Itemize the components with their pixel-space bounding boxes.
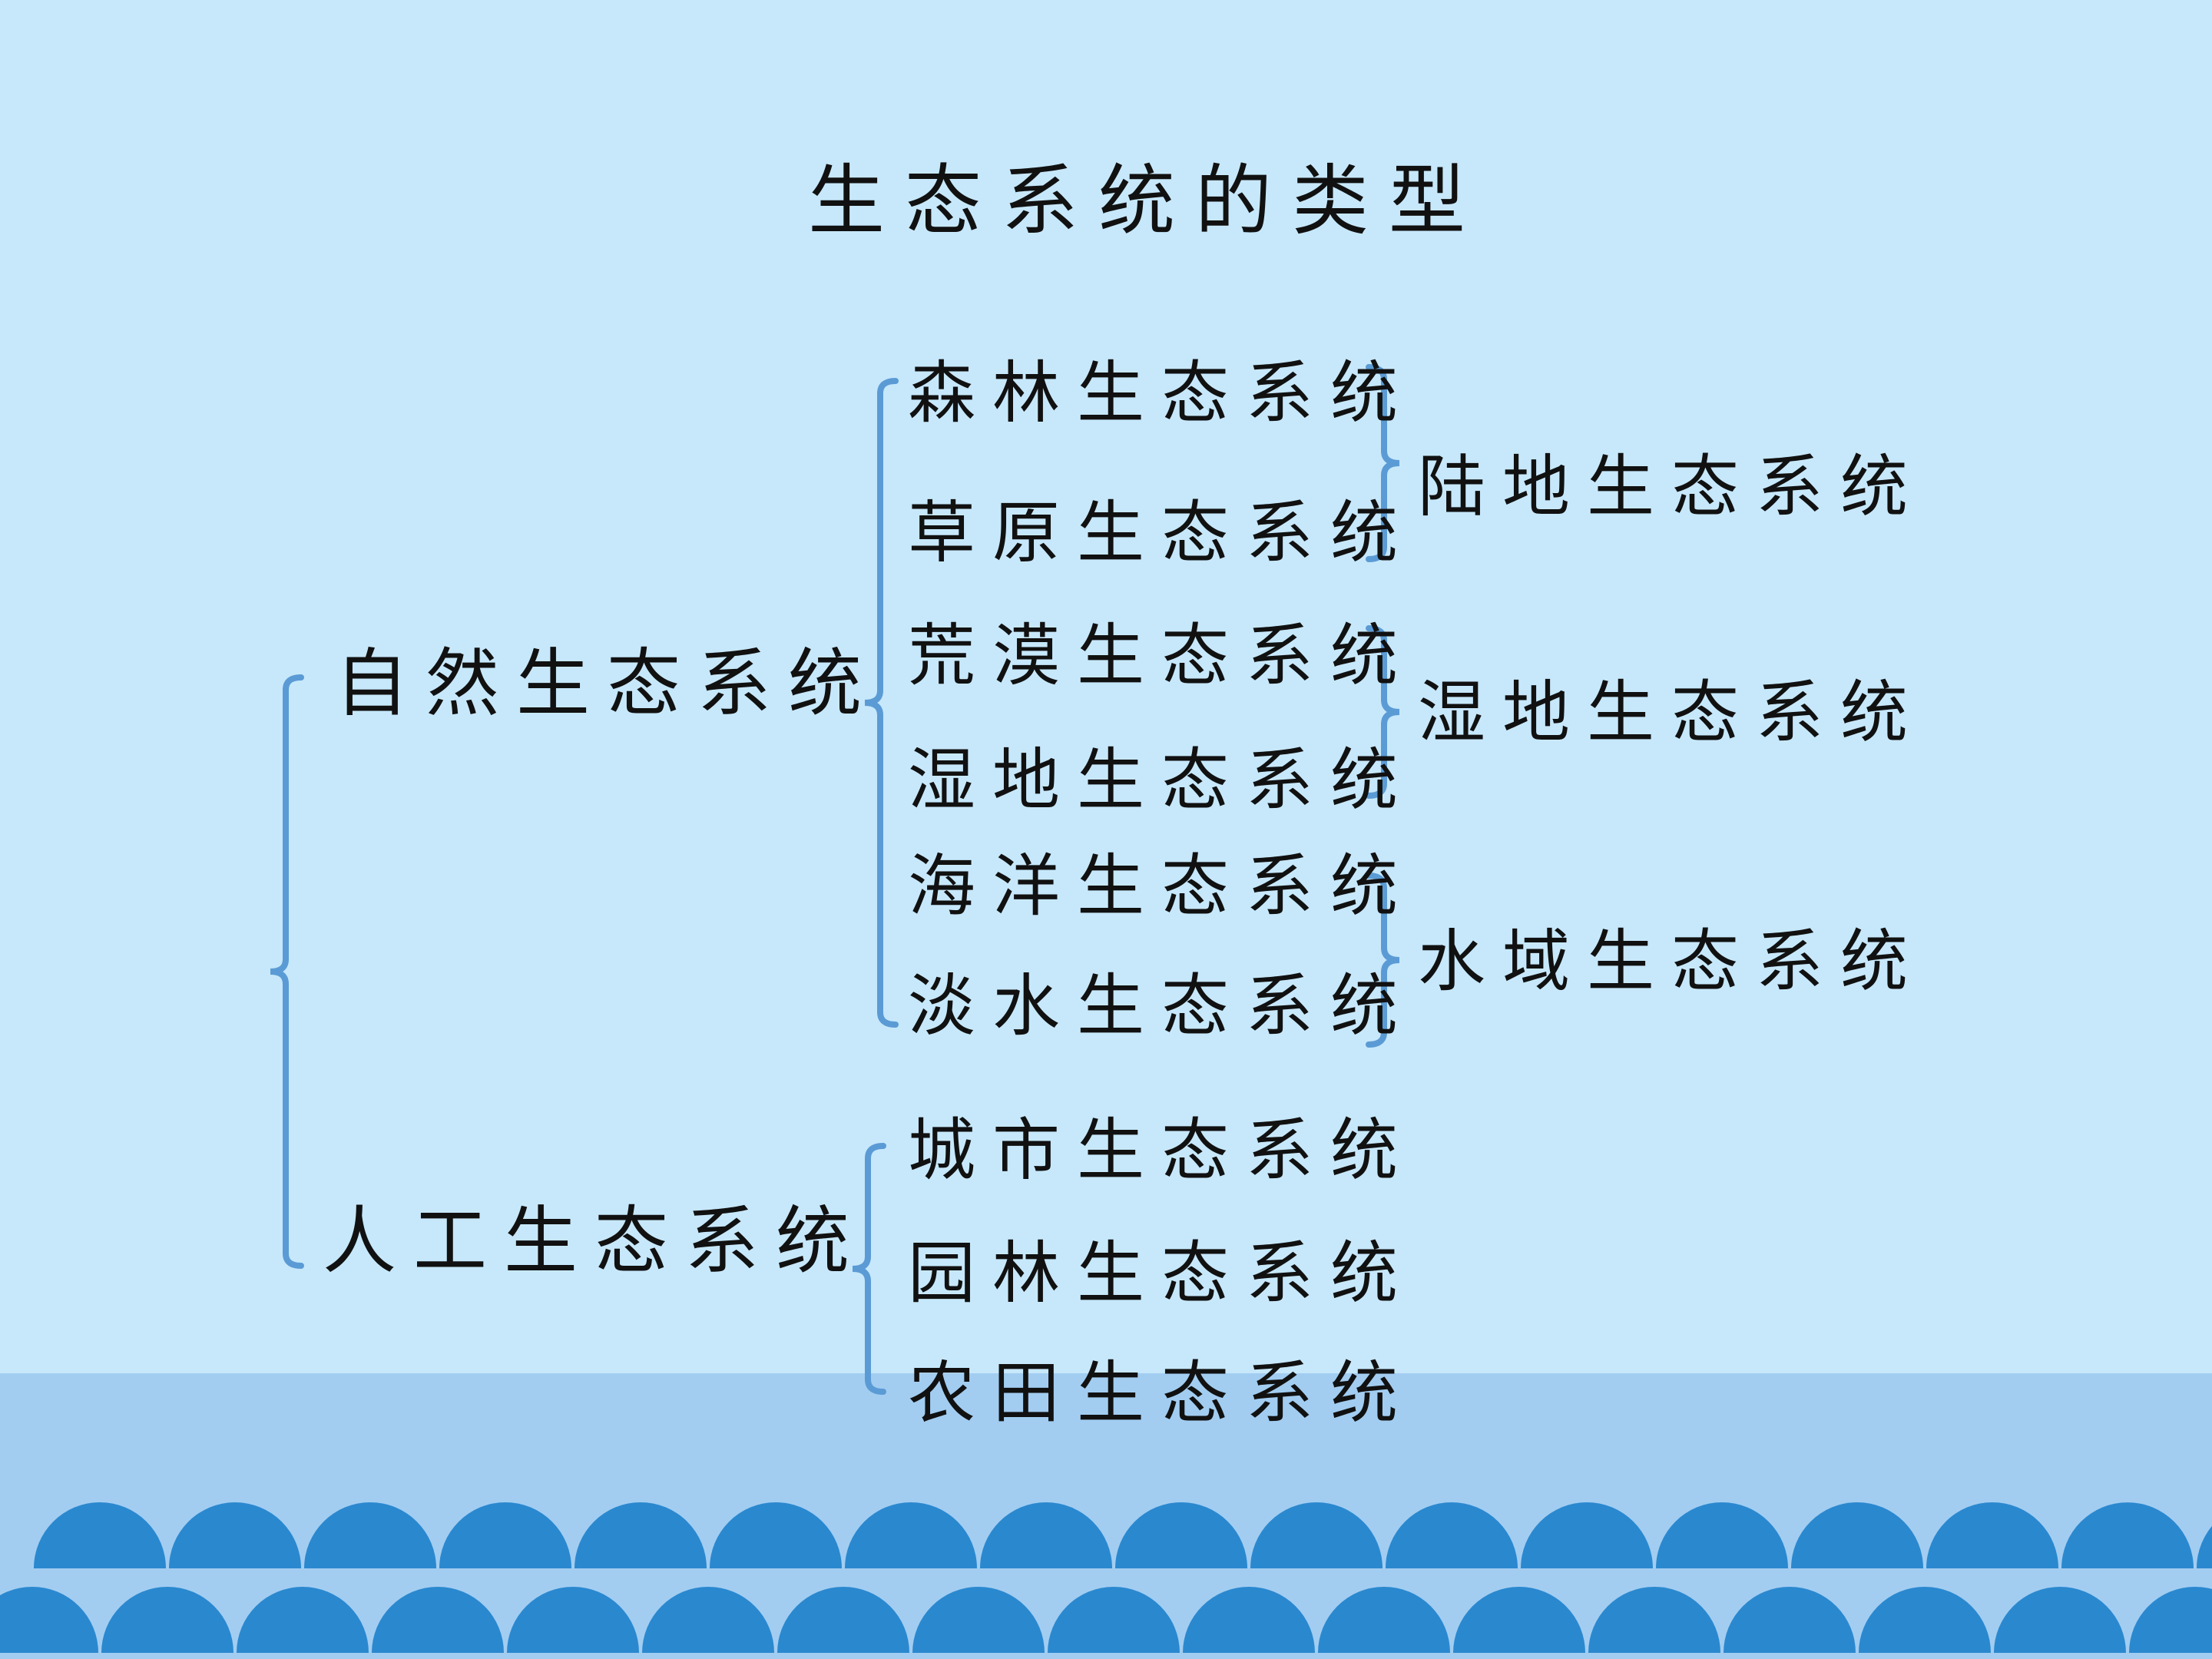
forest-ecosystem: 森林生态系统 [908,353,1416,432]
wave-shape [1588,1587,1720,1653]
wave-shape [980,1502,1112,1568]
wave-shape [507,1587,639,1653]
wave-shape [912,1587,1045,1653]
wave-shape [1656,1502,1788,1568]
natural-brace [864,378,899,1028]
desert-ecosystem: 荒漠生态系统 [908,616,1416,695]
wave-shape [845,1502,977,1568]
wave-shape [710,1502,842,1568]
wave-shape [237,1587,369,1653]
garden-ecosystem: 园林生态系统 [908,1233,1416,1313]
terrestrial-group-label: 陆地生态系统 [1418,447,1926,526]
wetland-ecosystem: 湿地生态系统 [908,740,1416,820]
wave-shape [642,1587,774,1653]
wave-shape [1318,1587,1450,1653]
wave-shape [0,1587,98,1653]
city-ecosystem: 城市生态系统 [908,1111,1416,1190]
wave-shape [2061,1502,2194,1568]
root-brace [270,674,304,1269]
wave-shape [1048,1587,1180,1653]
wave-shape [169,1502,301,1568]
ocean-ecosystem: 海洋生态系统 [908,846,1416,926]
wave-shape [1994,1587,2126,1653]
grassland-ecosystem: 草原生态系统 [908,493,1416,572]
wetland-brace [1366,625,1400,799]
wave-gap [0,1582,2212,1587]
wetland-group-label: 湿地生态系统 [1418,673,1926,752]
aquatic-brace [1366,873,1400,1048]
wave-shape [304,1502,436,1568]
wave-shape [1453,1587,1585,1653]
wave-shape [1859,1587,1991,1653]
freshwater-ecosystem: 淡水生态系统 [908,966,1416,1045]
wave-shape [34,1502,166,1568]
wave-shape [777,1587,909,1653]
wave-shape [1521,1502,1653,1568]
wave-shape [1183,1587,1315,1653]
wave-shape [2129,1587,2212,1653]
wave-shape [1250,1502,1382,1568]
wave-shape [1724,1587,1856,1653]
wave-shape [1926,1502,2058,1568]
wave-shape [101,1587,233,1653]
wave-shape [372,1587,504,1653]
wave-shape [2197,1525,2212,1568]
artificial-ecosystem-label: 人工生态系统 [323,1198,866,1284]
page-title: 生态系统的类型 [808,156,1485,246]
terrestrial-brace [1366,364,1400,562]
wave-shape [1386,1502,1518,1568]
wave-shape [439,1502,571,1568]
farmland-ecosystem: 农田生态系统 [908,1353,1416,1432]
aquatic-group-label: 水域生态系统 [1418,922,1926,1001]
wave-shape [1791,1502,1923,1568]
natural-ecosystem-label: 自然生态系统 [335,641,879,727]
wave-shape [575,1502,707,1568]
artificial-brace [852,1143,886,1395]
wave-shape [1115,1502,1247,1568]
